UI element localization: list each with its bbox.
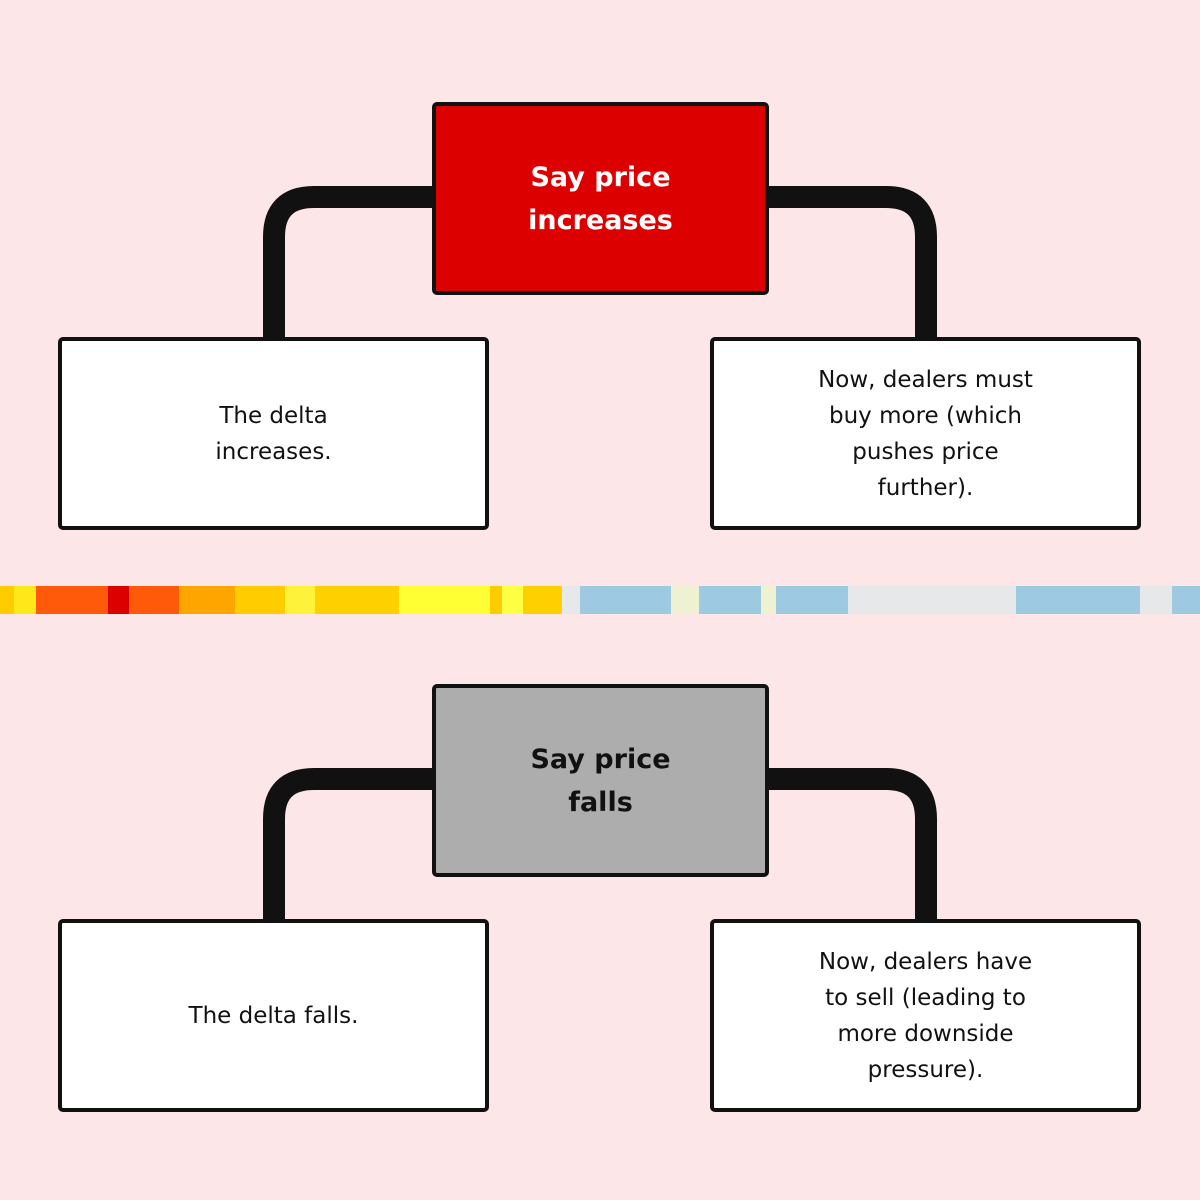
delta-falls-box: The delta falls.: [58, 919, 489, 1112]
price-increases-label: Say price increases: [528, 161, 673, 236]
color-divider-stripe: [0, 586, 1200, 614]
price-falls-label: Say price falls: [530, 743, 671, 818]
dealers-sell-box: Now, dealers have to sell (leading to mo…: [710, 919, 1141, 1112]
price-falls-box: Say price falls: [432, 684, 769, 877]
connector-bottom-right: [767, 768, 937, 922]
dealers-sell-label: Now, dealers have to sell (leading to mo…: [818, 948, 1033, 1083]
dealers-buy-box: Now, dealers must buy more (which pushes…: [710, 337, 1141, 530]
connector-top-right: [767, 186, 937, 340]
connector-bottom-left: [263, 768, 434, 922]
delta-increases-label: The delta increases.: [215, 402, 332, 465]
delta-falls-label: The delta falls.: [188, 1002, 359, 1029]
connector-top-left: [263, 186, 434, 340]
delta-increases-box: The delta increases.: [58, 337, 489, 530]
dealers-buy-label: Now, dealers must buy more (which pushes…: [818, 366, 1033, 501]
price-increases-box: Say price increases: [432, 102, 769, 295]
